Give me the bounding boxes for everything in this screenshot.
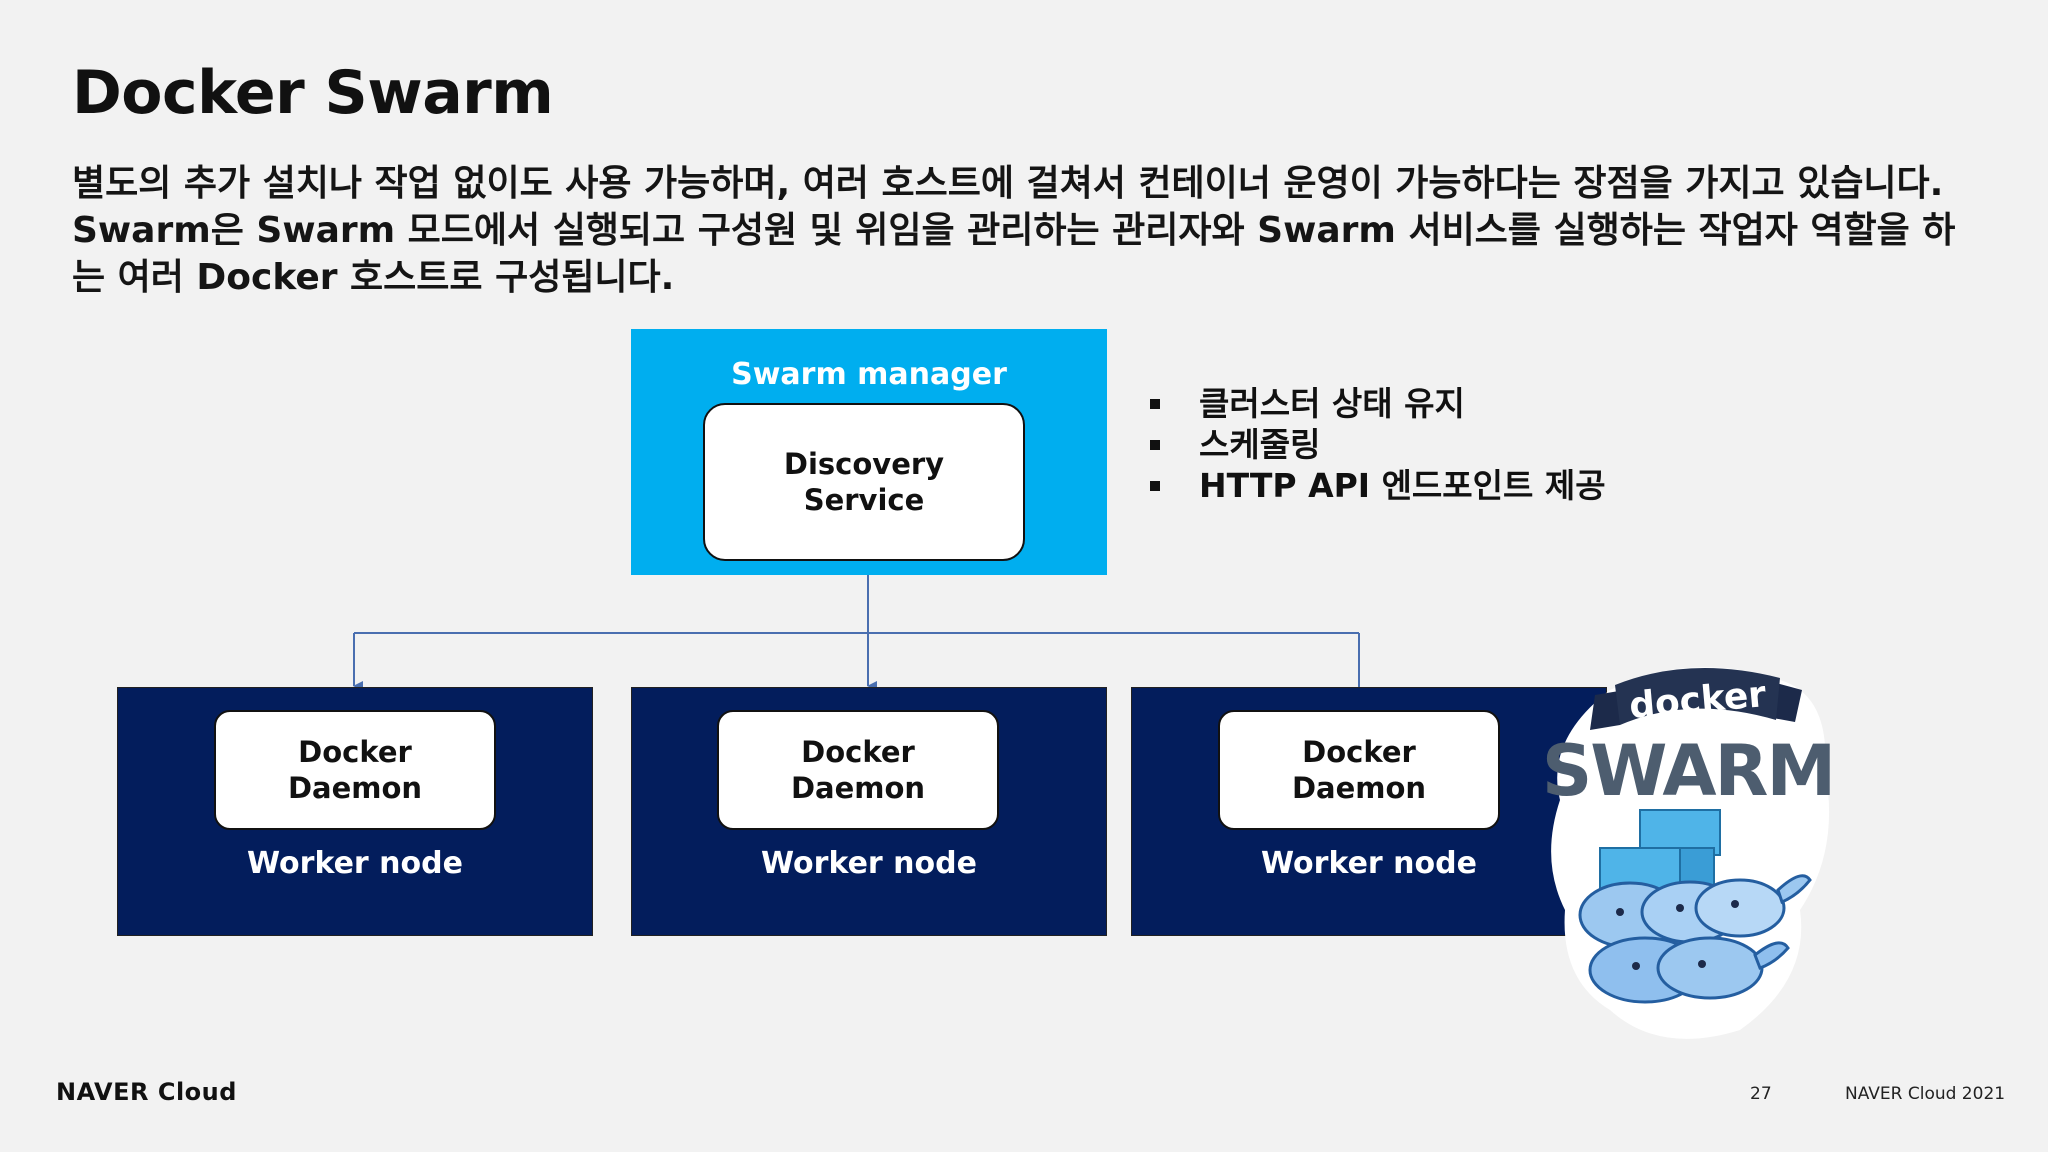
worker-node-2: Docker Daemon Worker node xyxy=(631,687,1107,936)
docker-swarm-logo-icon: docker SWARM xyxy=(1542,667,1836,1039)
worker-node-1: Docker Daemon Worker node xyxy=(117,687,593,936)
docker-daemon-box: Docker Daemon xyxy=(214,710,496,830)
feature-text: HTTP API 엔드포인트 제공 xyxy=(1199,466,1606,505)
description-line-1: 별도의 추가 설치나 작업 없이도 사용 가능하며, 여러 호스트에 걸쳐서 컨… xyxy=(72,163,1944,204)
bullet-icon xyxy=(1150,398,1160,409)
feature-item: HTTP API 엔드포인트 제공 xyxy=(1148,465,1606,506)
bullet-icon xyxy=(1150,480,1160,491)
bullet-icon xyxy=(1150,439,1160,450)
footer-copyright: NAVER Cloud 2021 xyxy=(1845,1084,2006,1104)
slide-description: 별도의 추가 설치나 작업 없이도 사용 가능하며, 여러 호스트에 걸쳐서 컨… xyxy=(72,160,2002,301)
docker-daemon-box: Docker Daemon xyxy=(1218,710,1500,830)
discovery-service-box: Discovery Service xyxy=(703,403,1025,561)
swarm-manager-label: Swarm manager xyxy=(731,357,1007,392)
feature-item: 스케줄링 xyxy=(1148,424,1606,465)
feature-text: 스케줄링 xyxy=(1199,425,1321,464)
docker-daemon-box: Docker Daemon xyxy=(717,710,999,830)
worker-node-3: Docker Daemon Worker node xyxy=(1131,687,1607,936)
feature-item: 클러스터 상태 유지 xyxy=(1148,383,1606,424)
logo-title-text: SWARM xyxy=(1542,730,1834,812)
page-number: 27 xyxy=(1750,1084,1772,1104)
worker-node-label: Worker node xyxy=(1261,846,1477,881)
manager-feature-list: 클러스터 상태 유지 스케줄링 HTTP API 엔드포인트 제공 xyxy=(1148,383,1606,506)
worker-node-label: Worker node xyxy=(247,846,463,881)
description-line-3: 는 여러 Docker 호스트로 구성됩니다. xyxy=(72,257,675,298)
worker-node-label: Worker node xyxy=(761,846,977,881)
slide-title: Docker Swarm xyxy=(72,58,554,128)
feature-text: 클러스터 상태 유지 xyxy=(1199,384,1465,423)
swarm-manager-box: Swarm manager Discovery Service xyxy=(631,329,1107,575)
description-line-2: Swarm은 Swarm 모드에서 실행되고 구성원 및 위임을 관리하는 관리… xyxy=(72,210,1956,251)
footer-brand-logo: NAVER Cloud xyxy=(56,1078,237,1106)
